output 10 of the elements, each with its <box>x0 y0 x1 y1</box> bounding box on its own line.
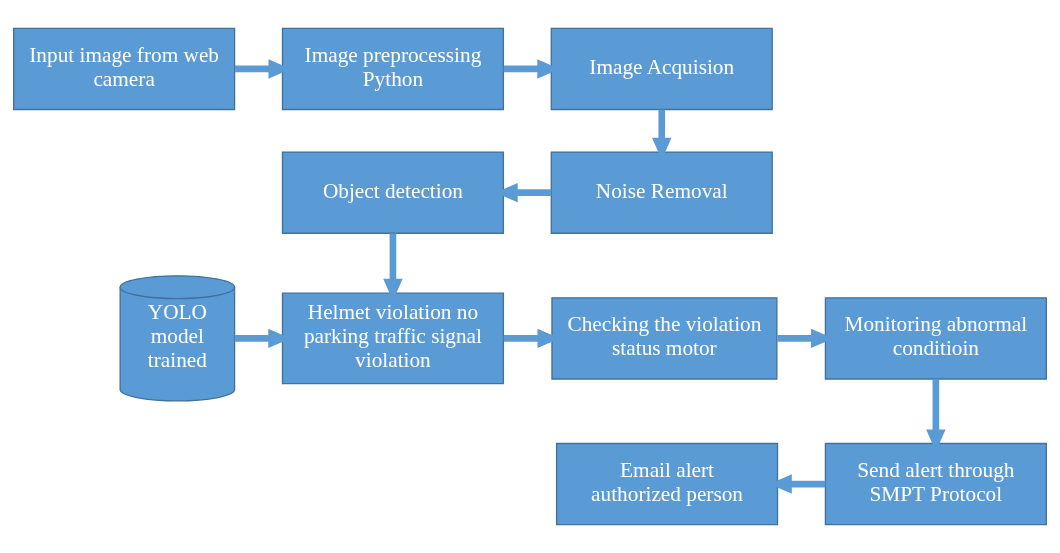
node-box: Object detection <box>281 151 505 234</box>
node-box: Input image from web camera <box>13 27 236 111</box>
node-box: Image Acquision <box>550 27 773 111</box>
node-box: Checking the violation status motor <box>551 297 778 380</box>
node-box: Send alert through SMPT Protocol <box>824 442 1047 526</box>
node-box: Email alert authorized person <box>555 442 779 526</box>
node-box: Monitoring abnormal conditioin <box>824 297 1047 380</box>
node-box: Image preprocessing Python <box>281 27 505 111</box>
node-box: Noise Removal <box>550 151 773 234</box>
node-box: Helmet violation no parking traffic signal violation <box>281 292 505 385</box>
